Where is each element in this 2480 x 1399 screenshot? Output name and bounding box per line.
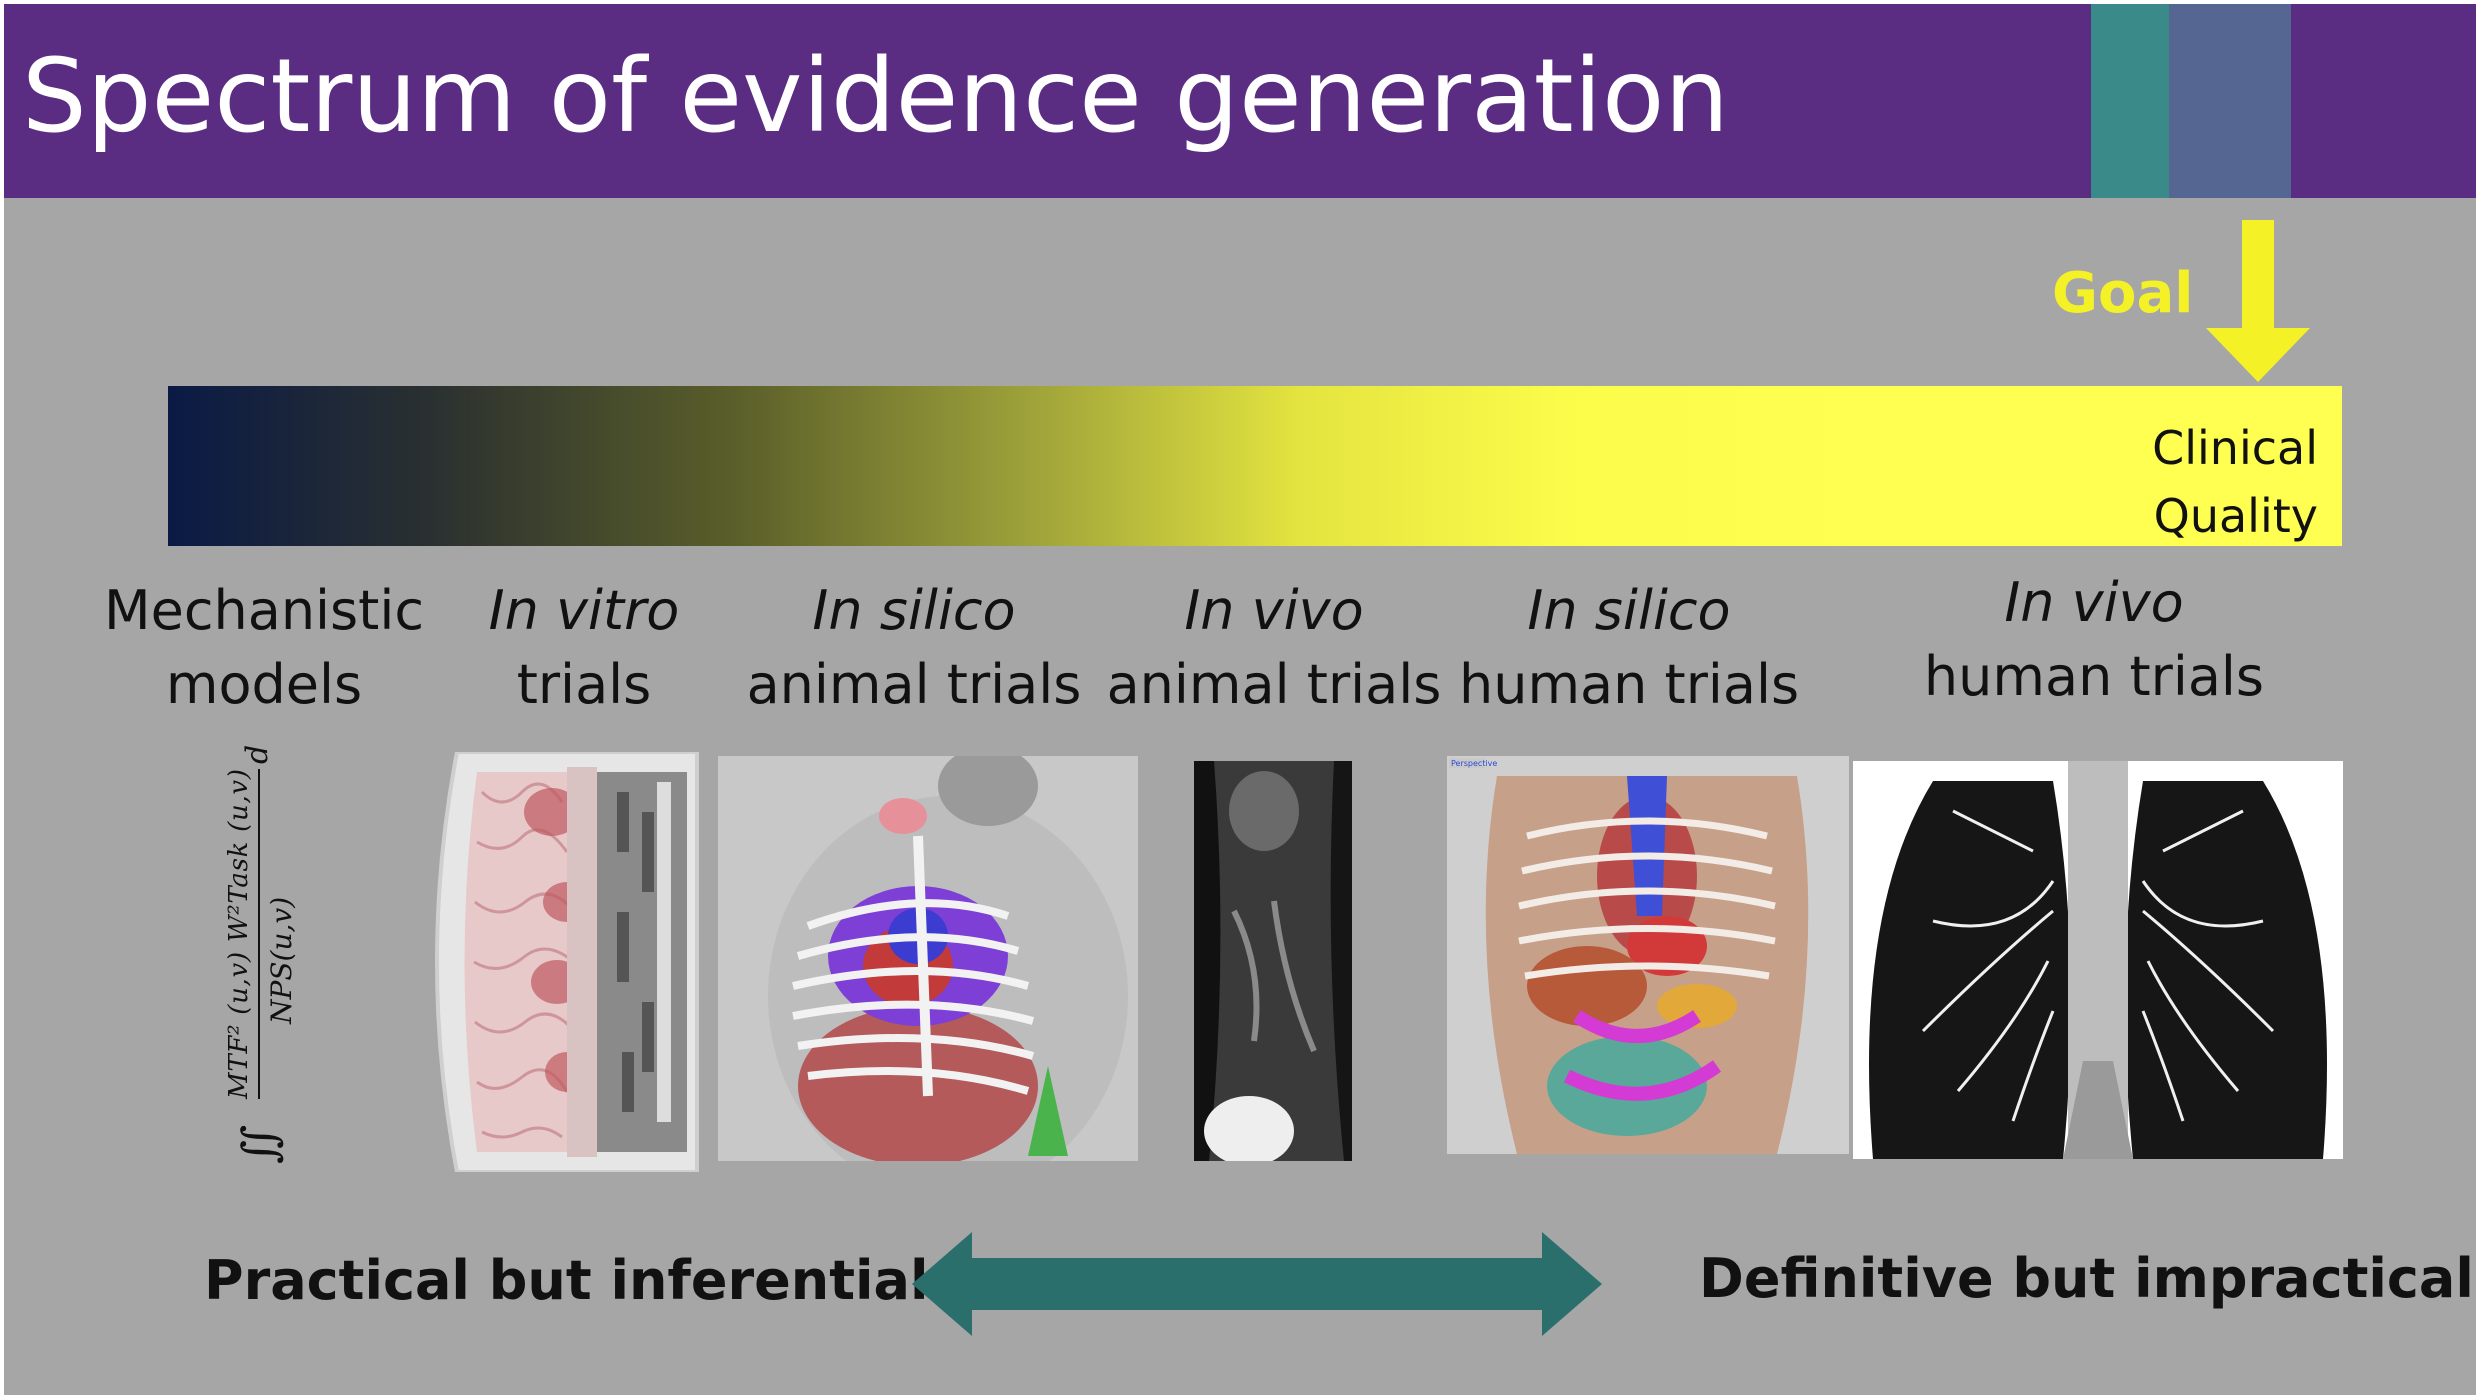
category-in-silico-human-trials: In silico human trials <box>1459 579 1800 716</box>
detectability-formula: ∬ MTF² (u,v) W²Task (u,v) NPS(u,v) dudv <box>209 689 309 1184</box>
clinical-quality-label: Clinical Quality <box>2152 421 2318 543</box>
category-in-silico-animal-trials: In silico animal trials <box>746 579 1082 716</box>
in-vivo-human-ct-image <box>1853 761 2343 1159</box>
title-bar: Spectrum of evidence generation <box>4 4 2091 198</box>
slide-title: Spectrum of evidence generation <box>22 37 1730 156</box>
in-silico-human-image: Perspective <box>1447 756 1849 1154</box>
in-silico-animal-image <box>718 756 1138 1161</box>
in-vivo-animal-ct-image <box>1194 761 1352 1161</box>
accent-block-teal <box>2091 4 2169 198</box>
formula-denominator: NPS(u,v) <box>265 897 298 1025</box>
formula-numerator: MTF² (u,v) W²Task (u,v) <box>224 769 254 1100</box>
category-in-vitro-trials: In vitro trials <box>488 579 680 716</box>
practical-label: Practical but inferential <box>204 1249 929 1312</box>
category-in-vivo-human-trials: In vivo human trials <box>1923 571 2265 708</box>
category-mechanistic-models: Mechanistic models <box>104 579 425 716</box>
definitive-label: Definitive but impractical <box>1699 1247 2474 1310</box>
formula-differential: dudv <box>240 744 275 764</box>
goal-label: Goal <box>2052 261 2194 326</box>
in-vitro-phantom-image <box>417 752 702 1172</box>
evidence-spectrum-bar: Clinical Quality <box>168 386 2342 546</box>
slide: Spectrum of evidence generation Goal Cli… <box>4 4 2476 1395</box>
accent-block-purple <box>2291 4 2476 198</box>
down-arrow-icon <box>2206 220 2310 382</box>
formula-integral: ∬ <box>232 1125 286 1164</box>
category-in-vivo-animal-trials: In vivo animal trials <box>1106 579 1442 716</box>
perspective-label: Perspective <box>1451 759 1497 768</box>
accent-block-slate <box>2169 4 2291 198</box>
double-arrow-icon <box>912 1232 1602 1336</box>
